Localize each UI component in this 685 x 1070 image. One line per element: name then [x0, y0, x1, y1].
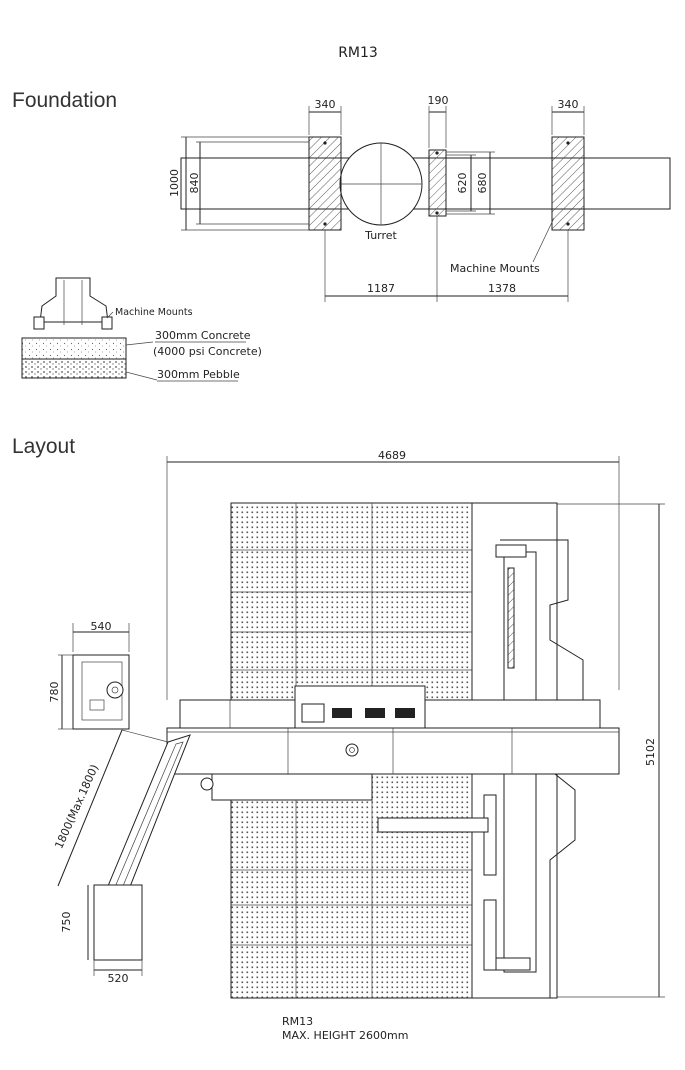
dim-680: 680	[476, 173, 489, 194]
dim-cabinet-width: 540	[91, 620, 112, 633]
dim-left-mount: 340	[315, 98, 336, 111]
section-machine-mounts: Machine Mounts	[115, 307, 193, 318]
section-concrete: 300mm Concrete	[155, 329, 251, 342]
turret-symbol	[345, 743, 359, 757]
label-machine-mounts: Machine Mounts	[450, 262, 540, 275]
layout-heading: Layout	[12, 435, 75, 458]
left-mount	[308, 136, 342, 231]
dim-inner-height: 840	[188, 173, 201, 194]
dim-center-mount: 190	[428, 94, 449, 107]
label-turret: Turret	[364, 229, 397, 242]
note-max-height: MAX. HEIGHT 2600mm	[282, 1029, 408, 1042]
dim-span-left: 1187	[367, 282, 395, 295]
dim-cabinet-height: 780	[48, 682, 61, 703]
dim-right-mount: 340	[558, 98, 579, 111]
foundation-heading: Foundation	[12, 89, 117, 112]
dim-arm-length: 1800(Max.1800)	[52, 762, 101, 850]
section-concrete-spec: (4000 psi Concrete)	[153, 345, 262, 358]
page-title: RM13	[338, 45, 378, 61]
foundation-section: Machine Mounts 300mm Concrete (4000 psi …	[21, 277, 262, 382]
section-pebble: 300mm Pebble	[157, 368, 240, 381]
right-mount	[551, 136, 585, 231]
dim-pendant-height: 750	[60, 912, 73, 933]
foundation-plan: 340 190 340 1000 840 620 680 1187 13	[168, 94, 671, 302]
note-model: RM13	[282, 1015, 313, 1028]
dim-620: 620	[456, 173, 469, 194]
dim-overall-height: 5102	[644, 738, 657, 766]
dim-overall-height: 1000	[168, 169, 181, 197]
foundation-rail	[180, 157, 671, 210]
pendant	[93, 884, 143, 961]
layout-plan: 4689 5102	[48, 449, 665, 999]
dim-pendant-width: 520	[108, 972, 129, 985]
center-mount	[428, 149, 447, 217]
dim-span-right: 1378	[488, 282, 516, 295]
dim-overall-width: 4689	[378, 449, 406, 462]
